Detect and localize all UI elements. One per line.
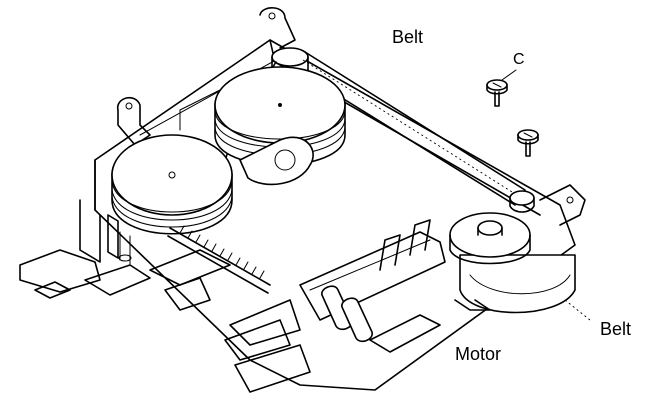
screw-leader-line xyxy=(501,69,517,81)
belt-leader-line xyxy=(564,299,591,321)
label-belt-top: Belt xyxy=(392,27,424,47)
screw-upper xyxy=(486,79,508,107)
label-screw-c: C xyxy=(513,51,525,68)
front-levers xyxy=(19,199,446,393)
motor-assembly xyxy=(449,212,576,314)
tension-spring xyxy=(167,225,271,294)
reel-right xyxy=(214,66,346,166)
reel-left xyxy=(111,134,233,235)
label-motor: Motor xyxy=(455,344,502,364)
label-belt-right: Belt xyxy=(600,319,632,339)
right-bracket xyxy=(539,184,586,226)
belt-idler-right xyxy=(509,190,535,213)
idler-arm xyxy=(239,136,314,186)
screw-lower xyxy=(517,129,539,157)
